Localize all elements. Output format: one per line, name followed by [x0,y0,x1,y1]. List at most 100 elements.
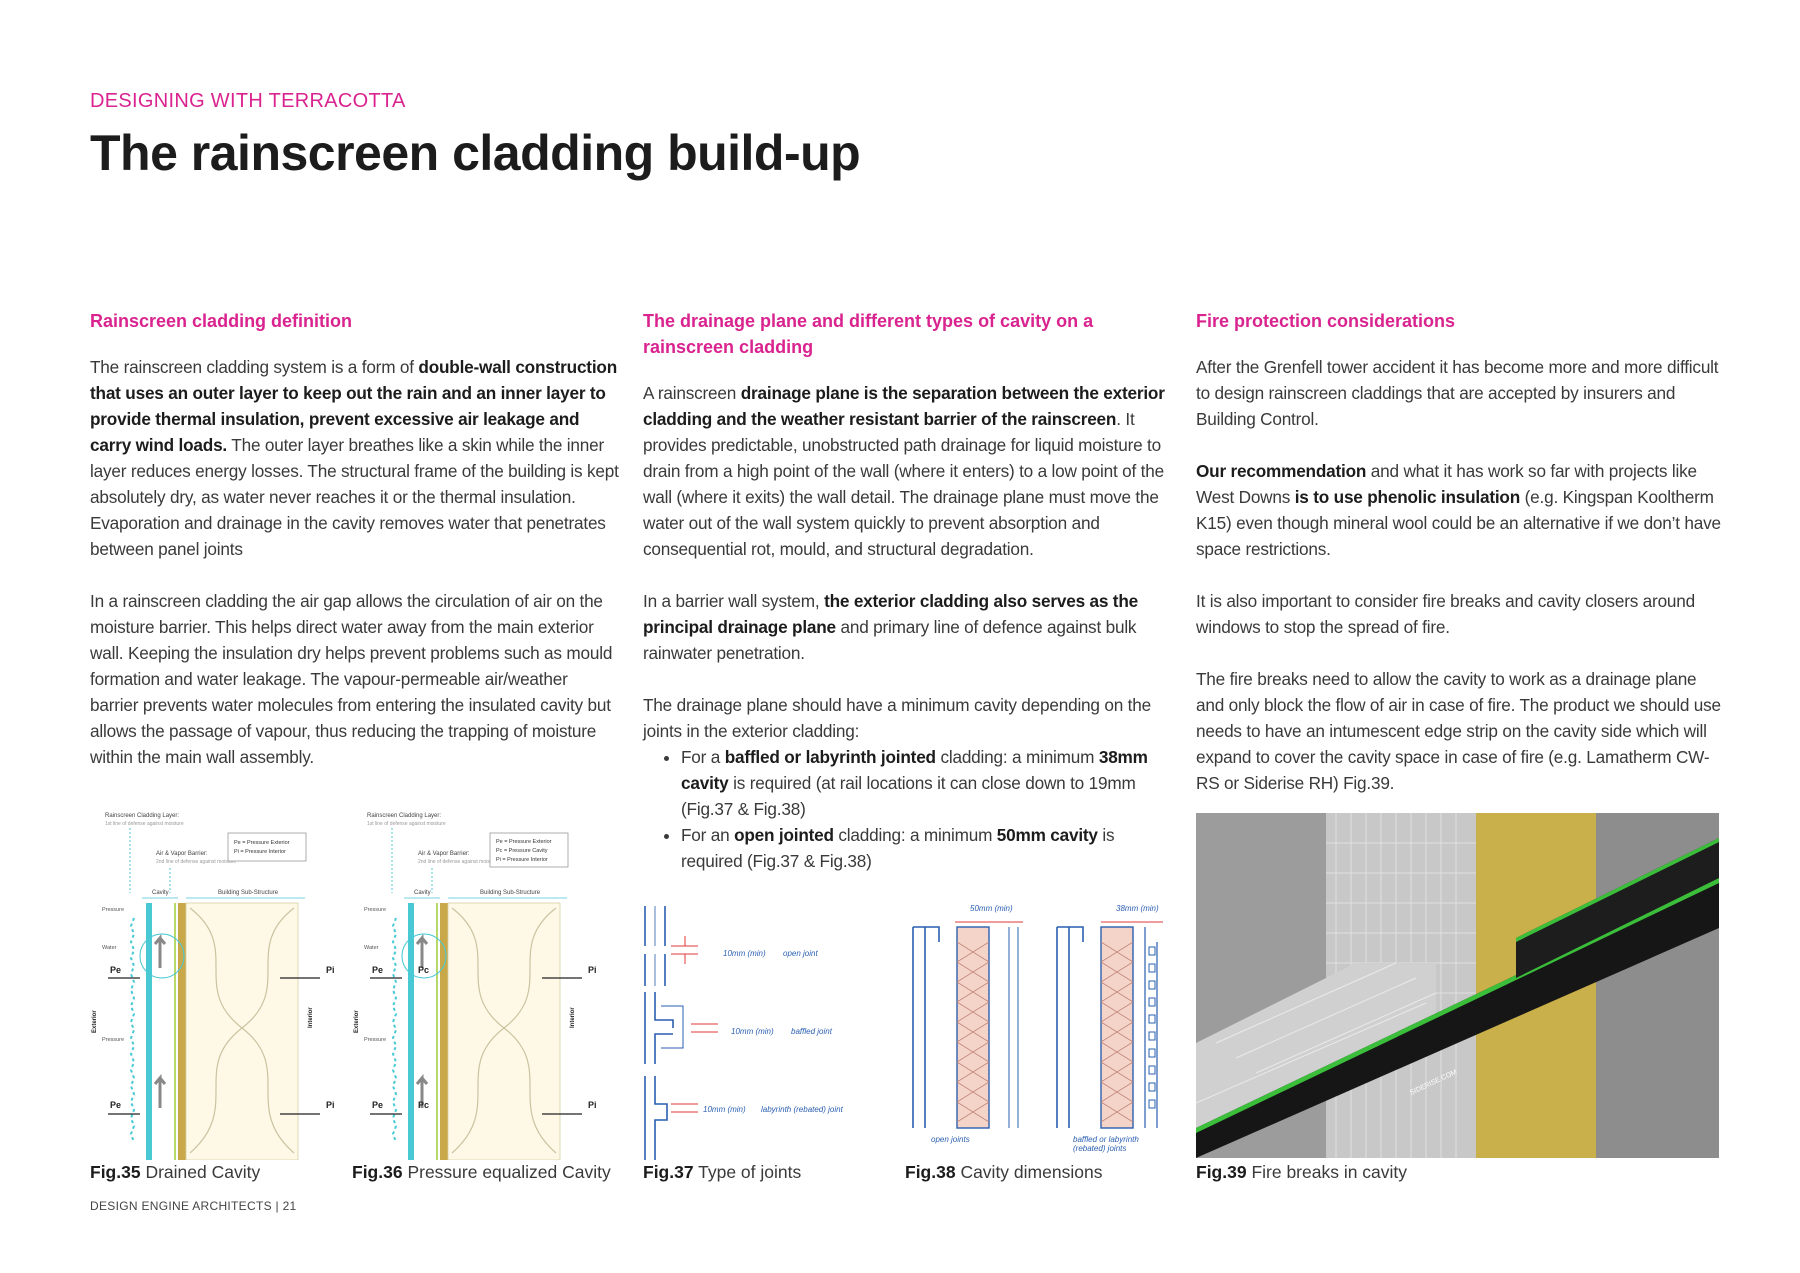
figure-caption-text: Type of joints [693,1162,802,1182]
fig39-fire-breaks-render: SIDERISE.COM [1196,813,1719,1158]
insulation-pattern [189,907,295,1154]
text: In a barrier wall system, [643,591,825,611]
paragraph: Our recommendation and what it has work … [1196,458,1726,562]
substructure-label: Building Sub-Structure [218,890,279,896]
rebated-joint-profile [1148,946,1156,1109]
pc-label: Pc [418,965,429,975]
legend-item: Pe = Pressure Exterior [234,840,290,846]
bullet-list: For a baffled or labyrinth jointed cladd… [643,744,1173,874]
legend-item: Pe = Pressure Exterior [496,839,552,845]
paragraph: In a barrier wall system, the exterior c… [643,588,1173,666]
exterior-label: Exterior [92,1010,98,1033]
fig39-caption: Fig.39 Fire breaks in cavity [1196,1162,1407,1183]
text: For a [681,747,725,767]
water-drops [391,917,398,1143]
bold-text: the exterior cladding also serves as the… [643,591,1138,637]
paragraph: A rainscreen drainage plane is the separ… [643,380,1173,562]
paragraph: The drainage plane should have a minimum… [643,695,1151,741]
fig37-joint-types-diagram: 10mm (min) open joint 10mm (min) baffled… [644,906,844,1160]
pressure-label: Pressure [364,1037,386,1043]
legend-item: Pi = Pressure Interior [496,857,548,863]
text: . It provides predictable, unobstructed … [643,409,1164,559]
barrier-label: Air & Vapor Barrier: [418,851,470,857]
pi-label: Pi [326,965,335,975]
cladding-panel [146,903,152,1160]
text: The outer layer breathes like a skin whi… [90,435,619,559]
layer-label: Rainscreen Cladding Layer: [367,813,441,819]
insulation-layer [185,902,299,1160]
joint-type-label: baffled joint [791,1027,833,1036]
fig37-caption: Fig.37 Type of joints [643,1162,801,1183]
list-item: For a baffled or labyrinth jointed cladd… [681,744,1173,822]
fig38-cavity-dimensions-diagram: 50mm (min) open joints 38mm (min) baffle… [912,904,1163,1153]
column-fire-protection: Fire protection considerations After the… [1196,308,1726,822]
text: For an [681,825,735,845]
figure-caption-text: Drained Cavity [140,1162,261,1182]
bold-text: drainage plane is the separation between… [643,383,1165,429]
dimension-label: 38mm (min) [1116,904,1159,913]
caption-label: (rebated) joints [1073,1144,1126,1153]
joint-type-label: labyrinth (rebated) joint [761,1105,844,1114]
pe-label: Pe [372,1100,383,1110]
bold-text: double-wall construction that uses an ou… [90,357,617,455]
list-item: For an open jointed cladding: a minimum … [681,822,1173,874]
dimension-label: 10mm (min) [731,1027,774,1036]
dimension-label: 10mm (min) [703,1105,746,1114]
cavity-label: Cavity [414,890,431,896]
insulation-layer [447,902,561,1160]
heading-drainage-plane: The drainage plane and different types o… [643,311,1094,357]
legend-item: Pi = Pressure Interior [234,849,286,855]
text: A rainscreen [643,383,741,403]
text: (e.g. Kingspan Kooltherm K15) even thoug… [1196,487,1721,559]
airflow-arrow [153,933,167,1108]
pe-label: Pe [372,965,383,975]
pressure-circle [139,933,185,979]
paragraph: The fire breaks need to allow the cavity… [1196,669,1721,793]
barrier-label: Air & Vapor Barrier: [156,851,208,857]
paragraph: It is also important to consider fire br… [1196,591,1695,637]
layer-sub-label: 1st line of defense against moisture [105,821,184,827]
text: cladding: a minimum [833,825,997,845]
pe-label: Pe [110,1100,121,1110]
cladding-panel [408,903,414,1160]
figure-caption-text: Fire breaks in cavity [1246,1162,1408,1182]
layer-sub-label: 1st line of defense against moisture [367,821,446,827]
barrier-sub-label: 2nd line of defense against moisture [418,859,499,865]
labyrinth-joint-detail [644,1076,668,1160]
paragraph: In a rainscreen cladding the air gap all… [90,591,613,767]
pressure-label: Pressure [102,1037,124,1043]
heading-rainscreen-definition: Rainscreen cladding definition [90,311,353,331]
bold-text: 38mm cavity [681,747,1148,793]
sheathing [178,903,186,1160]
barrier-sub-label: 2nd line of defense against moisture [156,859,237,865]
pressure-label: Pressure [102,907,124,913]
legend-box [489,832,569,868]
bold-text: Our recommendation [1196,461,1367,481]
joint-type-label: open joint [783,949,818,958]
baffled-joint-detail [644,992,684,1064]
interior-label: Interior [308,1007,314,1028]
text: and primary line of defence against bulk… [643,617,1137,663]
pressure-label: Pressure [364,907,386,913]
caption-label: open joints [931,1135,970,1144]
airflow-arrow [415,933,429,1108]
bold-text: is to use phenolic insulation [1294,487,1521,507]
insulation-layer [956,926,990,1129]
insulation-pattern [451,907,557,1154]
bold-text: 50mm cavity [996,825,1098,845]
fig35-caption: Fig.35 Drained Cavity [90,1162,260,1183]
open-joint-wall-section [912,926,1019,1128]
figure-number: Fig.36 [352,1162,403,1182]
substructure-label: Building Sub-Structure [480,890,541,896]
heading-fire-protection: Fire protection considerations [1196,311,1456,331]
water-drops [129,917,136,1143]
cavity-label: Cavity [152,890,169,896]
floor-grid [1196,962,1437,1104]
text: cladding: a minimum [935,747,1099,767]
column-drainage-plane: The drainage plane and different types o… [643,308,1173,874]
fig35-drained-cavity-diagram: Rainscreen Cladding Layer: 1st line of d… [92,813,335,1160]
legend-item: Pc = Pressure Cavity [496,848,548,854]
layer-label: Rainscreen Cladding Layer: [105,813,179,819]
pi-label: Pi [588,1100,597,1110]
caption-label: baffled or labyrinth [1073,1135,1139,1144]
